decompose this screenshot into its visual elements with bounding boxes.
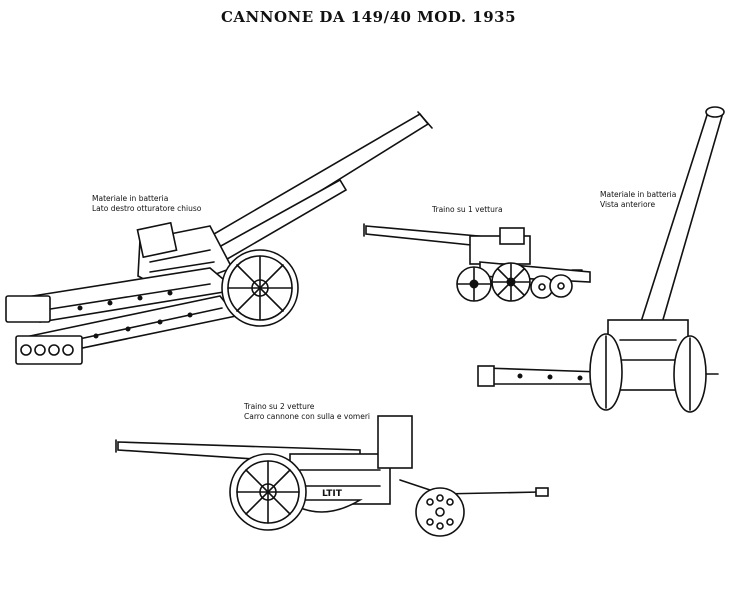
caption-battery-front-line2: Vista anteriore (600, 200, 656, 209)
caption-battery-front-line1: Materiale in batteria (600, 190, 677, 199)
caption-battery-side-line2: Lato destro otturatore chiuso (92, 204, 202, 213)
caption-battery-side: Materiale in batteria Lato destro ottura… (92, 194, 201, 214)
gun-battery-front-view (477, 106, 725, 413)
caption-tow-one: Traino su 1 vettura (432, 205, 503, 215)
caption-tow-two: Traino su 2 vetture Carro cannone con su… (244, 402, 370, 422)
caption-battery-front: Materiale in batteria Vista anteriore (600, 190, 676, 210)
gun-battery-side-view (5, 111, 433, 365)
caption-tow-two-line1: Traino su 2 vetture (244, 402, 315, 411)
caption-tow-one-line1: Traino su 1 vettura (432, 205, 503, 214)
gun-tow-two-vehicles-view: LTIT (115, 415, 549, 537)
caption-battery-side-line1: Materiale in batteria (92, 194, 169, 203)
caption-tow-two-line2: Carro cannone con sulla e vomeri (244, 412, 371, 421)
carriage-marking: LTIT (322, 489, 343, 499)
page-title: CANNONE DA 149/40 MOD. 1935 (220, 8, 517, 26)
gun-tow-one-vehicle-view (363, 223, 591, 302)
